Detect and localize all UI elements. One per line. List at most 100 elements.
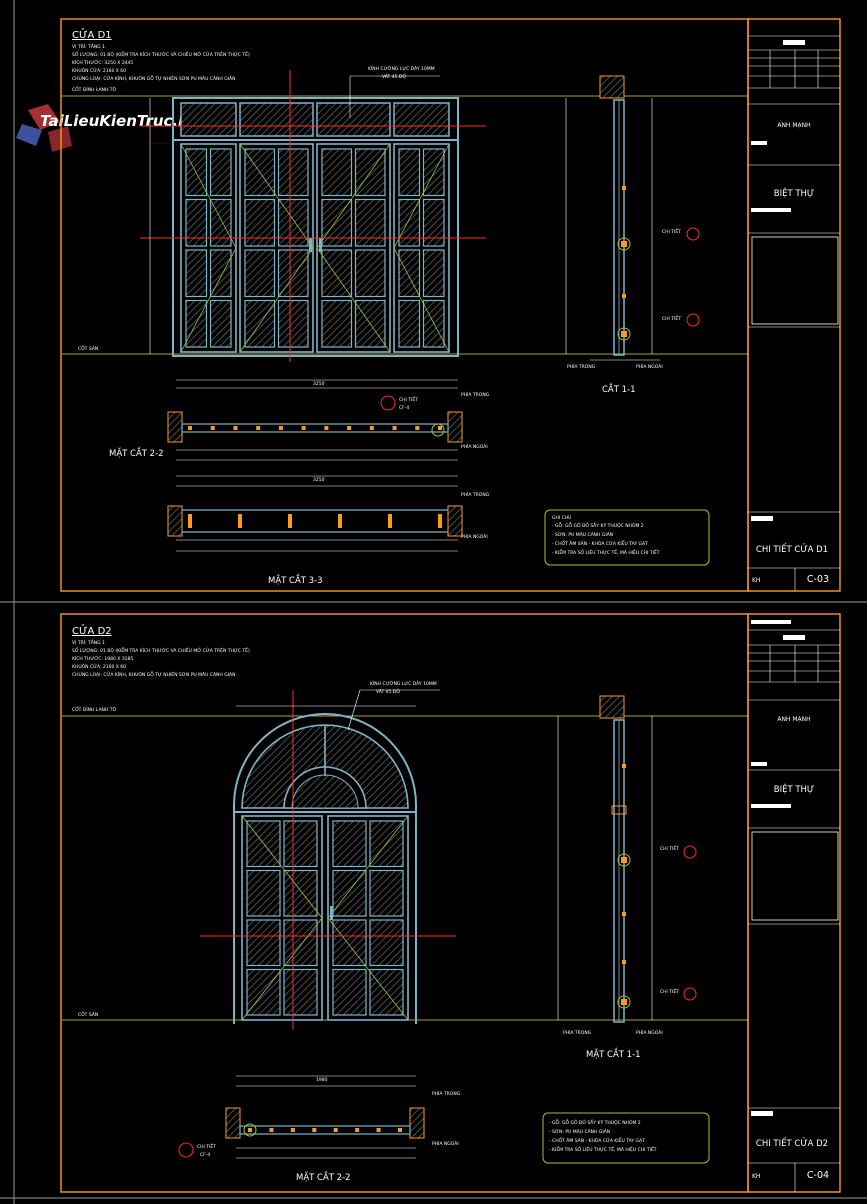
glass-pane bbox=[283, 820, 318, 868]
section-3-3-d1 bbox=[167, 475, 463, 552]
note-line: CHỦNG LOẠI: CỬA KÍNH, KHUÔN GỖ TỰ NHIÊN … bbox=[72, 670, 235, 678]
section-mark bbox=[233, 426, 238, 430]
note-line: - CHỐT ÂM SÀN - KHÓA CỬA KIỂU TAY GẠT bbox=[549, 1136, 645, 1144]
notes-box bbox=[542, 1112, 710, 1164]
side-inner-label: PHÍA TRONG bbox=[461, 491, 490, 498]
glass-pane bbox=[244, 249, 276, 298]
section-mark bbox=[347, 426, 352, 430]
glass-pane bbox=[369, 919, 404, 967]
section-mark bbox=[338, 514, 342, 528]
side-inner-label: PHÍA TRONG bbox=[432, 1090, 461, 1097]
glass-pane bbox=[321, 299, 353, 348]
glass-pane bbox=[277, 299, 309, 348]
note-line: CHỦNG LOẠI: CỬA KÍNH, KHUÔN GỖ TỰ NHIÊN … bbox=[72, 74, 235, 82]
note-line: KÍCH THƯỚC: 3250 X 2445 bbox=[72, 59, 133, 66]
door-title: CỬA D1 bbox=[72, 27, 112, 41]
section-mark bbox=[415, 426, 420, 430]
glass-pane bbox=[332, 968, 367, 1016]
titleblock-code-label: KH bbox=[752, 577, 760, 584]
side-outer-label: PHÍA NGOÀI bbox=[461, 533, 488, 540]
section-2-2-d2 bbox=[178, 1075, 425, 1159]
glass-pane bbox=[321, 198, 353, 247]
section-2-2-label: MẶT CẮT 2-2 bbox=[296, 1170, 351, 1183]
dimension-text: 3250 bbox=[313, 381, 325, 387]
level-label-top: CỐT ĐỈNH LANH TÔ bbox=[72, 85, 116, 93]
glass-pane bbox=[398, 249, 421, 298]
door-d1-elevation bbox=[172, 97, 459, 357]
section-1-1-label: CẮT 1-1 bbox=[602, 382, 636, 395]
section-mark bbox=[438, 514, 442, 528]
section-mark bbox=[278, 426, 283, 430]
glass-callout: VÁT 45 ĐỘ bbox=[376, 688, 400, 695]
side-outer-label: PHÍA NGOÀI bbox=[636, 1029, 663, 1036]
glass-pane bbox=[277, 148, 309, 197]
glass-callout: KÍNH CƯỜNG LỰC DÀY 10MM bbox=[370, 680, 437, 687]
glass-pane bbox=[283, 919, 318, 967]
note-line: KHUÔN CỬA: 2160 X 60 bbox=[72, 662, 126, 670]
glass-pane bbox=[209, 198, 232, 247]
glass-pane bbox=[321, 148, 353, 197]
section-mark bbox=[301, 426, 306, 430]
section-2-2-label: MẶT CẮT 2-2 bbox=[109, 446, 164, 459]
note-line: - CHỐT ÂM SÀN - KHÓA CỬA KIỂU TAY GẠT bbox=[552, 539, 648, 547]
side-outer-label: PHÍA NGOÀI bbox=[636, 363, 663, 370]
callout-leader bbox=[347, 689, 361, 731]
note-line: VỊ TRÍ: TẦNG 1 bbox=[72, 638, 105, 646]
note-line: SỐ LƯỢNG: 01 BỘ (KIỂM TRA KÍCH THƯỚC VÀ … bbox=[72, 50, 250, 58]
drawing-border bbox=[60, 613, 749, 1193]
section-mark bbox=[376, 1128, 381, 1132]
titleblock-sheet-title: CHI TIẾT CỬA D1 bbox=[756, 543, 828, 555]
glass-pane bbox=[422, 249, 445, 298]
title-block-border bbox=[747, 18, 841, 592]
section-1-1-d1 bbox=[565, 75, 700, 361]
watermark-logo: TaiLieuKienTruc.Net ................... bbox=[16, 104, 209, 152]
detail-ref: CF-4 bbox=[399, 405, 409, 411]
note-line: - GỖ: GỖ GÕ ĐỎ SẤY KỸ THUỘC NHÓM 2 bbox=[552, 521, 644, 529]
glass-pane bbox=[398, 198, 421, 247]
title-block-d2 bbox=[748, 620, 840, 1192]
glass-pane bbox=[354, 198, 386, 247]
glass-pane bbox=[209, 148, 232, 197]
glass-pane bbox=[398, 148, 421, 197]
detail-tag: CHI TIẾT bbox=[662, 314, 681, 322]
section-mark bbox=[392, 426, 397, 430]
notes-box bbox=[544, 509, 710, 566]
note-line: - SƠN: PU MÀU CÁNH GIÁN bbox=[549, 1128, 610, 1135]
note-line: - KIỂM TRA SỐ LIỆU THỰC TẾ, MÃ HIỆU CHI … bbox=[552, 548, 660, 556]
door-title: CỬA D2 bbox=[72, 623, 112, 637]
glass-pane bbox=[369, 869, 404, 917]
section-mark bbox=[256, 426, 261, 430]
title-block-d1 bbox=[748, 35, 840, 591]
watermark-sub: ................... bbox=[150, 141, 177, 146]
detail-tag: CHI TIẾT bbox=[660, 987, 679, 995]
titleblock-project: BIỆT THỰ bbox=[774, 783, 814, 795]
notes-title: GHI CHÚ bbox=[552, 514, 571, 521]
titleblock-sheet-code: C-04 bbox=[807, 1170, 829, 1181]
glass-pane bbox=[332, 919, 367, 967]
section-mark bbox=[398, 1128, 402, 1132]
side-inner-label: PHÍA TRONG bbox=[461, 391, 490, 398]
side-inner-label: PHÍA TRONG bbox=[567, 363, 596, 370]
glass-pane bbox=[332, 820, 367, 868]
detail-tag: CHI TIẾT bbox=[197, 1142, 216, 1150]
section-mark bbox=[324, 426, 329, 430]
section-mark bbox=[288, 514, 292, 528]
section-1-1-label: MẶT CẮT 1-1 bbox=[586, 1047, 641, 1060]
sheet-door-d1: CỬA D1 VỊ TRÍ: TẦNG 1 SỐ LƯỢNG: 01 BỘ (K… bbox=[60, 18, 841, 592]
glass-callout: VÁT 45 ĐỘ bbox=[382, 73, 406, 80]
glass-pane bbox=[246, 919, 281, 967]
titleblock-project: BIỆT THỰ bbox=[774, 187, 814, 199]
section-mark bbox=[290, 1128, 295, 1132]
sheet-door-d2: CỬA D2 VỊ TRÍ: TẦNG 1 SỐ LƯỢNG: 01 BỘ (K… bbox=[60, 613, 841, 1193]
section-mark bbox=[269, 1128, 274, 1132]
side-outer-label: PHÍA NGOÀI bbox=[432, 1140, 459, 1147]
note-line: SỐ LƯỢNG: 01 BỘ (KIỂM TRA KÍCH THƯỚC VÀ … bbox=[72, 646, 250, 654]
dimension-text: 1980 bbox=[316, 1077, 328, 1083]
side-inner-label: PHÍA TRONG bbox=[563, 1029, 592, 1036]
titleblock-code-label: KH bbox=[752, 1173, 760, 1180]
section-mark bbox=[312, 1128, 317, 1132]
section-mark bbox=[333, 1128, 338, 1132]
glass-pane bbox=[185, 249, 208, 298]
level-label-floor: CỐT SÀN bbox=[78, 1010, 98, 1018]
titleblock-sheet-code: C-03 bbox=[807, 574, 829, 585]
